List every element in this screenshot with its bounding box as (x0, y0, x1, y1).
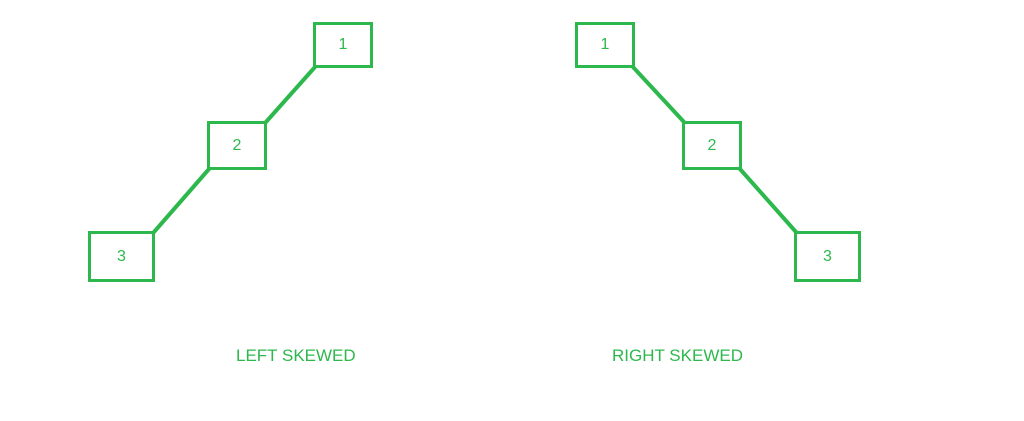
left-skewed-caption: LEFT SKEWED (236, 346, 356, 365)
right-tree-node-3-label: 3 (823, 247, 832, 265)
left-tree-node-3: 3 (88, 231, 155, 282)
left-tree-node-1-label: 1 (338, 36, 348, 53)
left-edge-1-2 (264, 65, 317, 124)
left-edge-2-3 (152, 167, 211, 234)
right-tree-node-1-label: 1 (600, 36, 610, 53)
right-tree-node-3: 3 (794, 231, 861, 282)
right-edge-1-2 (631, 65, 686, 124)
right-edge-2-3 (738, 167, 798, 234)
right-skewed-caption: RIGHT SKEWED (612, 346, 743, 365)
right-tree-node-1: 1 (575, 22, 635, 68)
left-tree-node-3-label: 3 (117, 247, 126, 265)
right-tree-node-2: 2 (682, 121, 742, 170)
left-tree-node-2: 2 (207, 121, 267, 170)
left-tree-node-2-label: 2 (232, 136, 242, 154)
left-tree-node-1: 1 (313, 22, 373, 68)
right-tree-node-2-label: 2 (707, 136, 717, 154)
